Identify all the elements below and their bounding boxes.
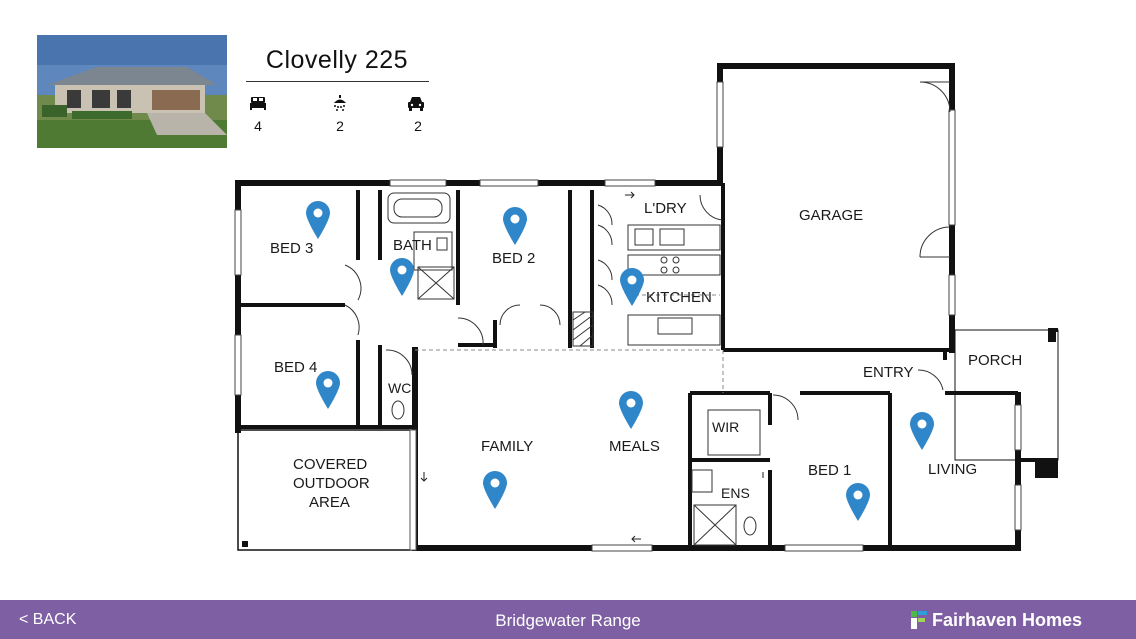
room-label-bed3: BED 3 — [270, 240, 314, 257]
pin-family-icon[interactable] — [482, 470, 508, 510]
bathroom-count: 2 — [336, 118, 344, 134]
room-label-bed1: BED 1 — [808, 462, 852, 479]
room-label-covered-line1: COVERED — [293, 456, 368, 473]
pin-meals-icon[interactable] — [618, 390, 644, 430]
pin-bed1-icon[interactable] — [845, 482, 871, 522]
room-label-laundry: L'DRY — [644, 200, 687, 217]
car-icon — [408, 97, 424, 111]
room-label-bed4: BED 4 — [274, 359, 318, 376]
room-label-ens: ENS — [721, 485, 750, 501]
shower-icon — [334, 95, 346, 111]
brand-logo: Fairhaven Homes — [909, 607, 1119, 633]
room-label-covered-line3: AREA — [309, 494, 350, 511]
title-divider — [246, 81, 429, 82]
room-label-wir: WIR — [712, 419, 740, 435]
room-label-entry: ENTRY — [863, 364, 914, 381]
pin-bath-icon[interactable] — [389, 257, 415, 297]
room-label-bath: BATH — [393, 237, 432, 254]
room-label-kitchen: KITCHEN — [646, 289, 712, 306]
floor-plan — [234, 63, 1059, 552]
room-label-meals: MEALS — [609, 438, 660, 455]
room-label-porch: PORCH — [968, 352, 1023, 369]
back-button[interactable]: < BACK — [19, 611, 77, 628]
brand-name: Fairhaven Homes — [932, 610, 1083, 630]
room-label-family: FAMILY — [481, 438, 534, 455]
pin-bed4-icon[interactable] — [315, 370, 341, 410]
bed-icon — [250, 97, 266, 110]
range-label: Bridgewater Range — [495, 611, 641, 630]
room-label-garage: GARAGE — [799, 207, 864, 224]
pin-bed2-icon[interactable] — [502, 206, 528, 246]
plan-title: Clovelly 225 — [265, 46, 409, 74]
bedroom-count: 4 — [254, 118, 262, 134]
footer-bar: < BACK Bridgewater Range Fairhaven Homes — [0, 600, 1136, 639]
garage-count: 2 — [414, 118, 422, 134]
room-label-covered-line2: OUTDOOR — [293, 475, 370, 492]
pin-kitchen-icon[interactable] — [619, 267, 645, 307]
pin-bed3-icon[interactable] — [305, 200, 331, 240]
pin-living-icon[interactable] — [909, 411, 935, 451]
room-label-bed2: BED 2 — [492, 250, 536, 267]
room-label-living: LIVING — [928, 461, 978, 478]
house-thumbnail[interactable] — [37, 35, 227, 148]
fairhaven-logo-icon — [911, 611, 927, 629]
room-label-wc: WC — [388, 380, 412, 396]
